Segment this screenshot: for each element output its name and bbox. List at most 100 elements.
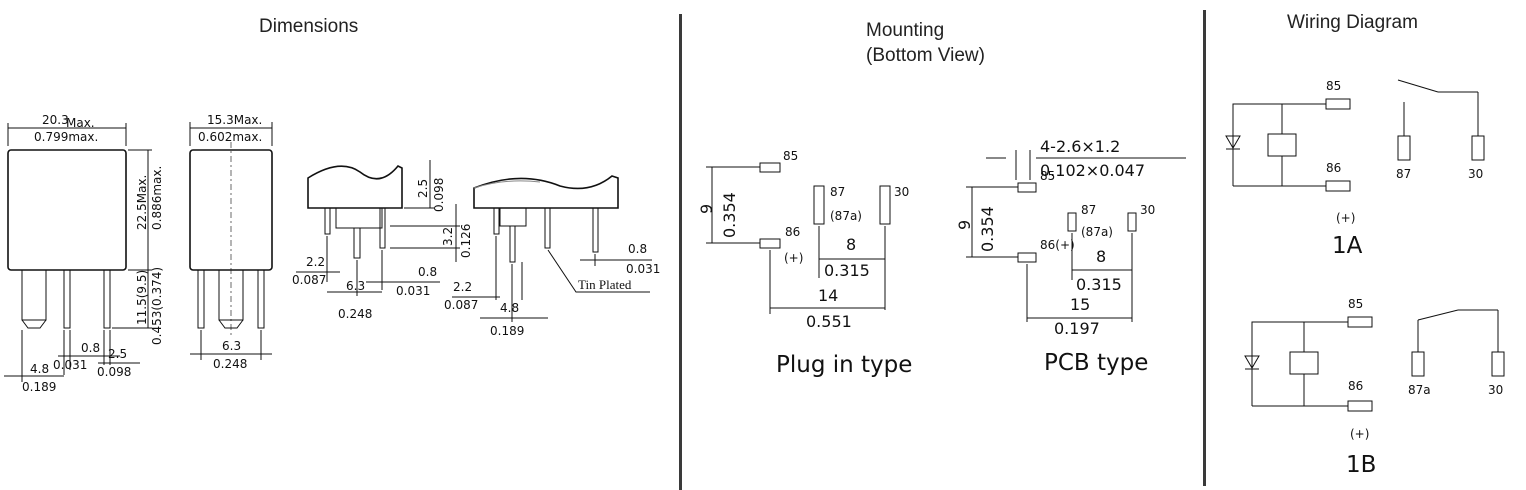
- wiring-1a-pin-85-label: 85: [1326, 79, 1341, 93]
- section-divider-right: [1203, 10, 1206, 486]
- relay-pin-wide: [21, 269, 47, 321]
- pin-87-label: 87: [830, 185, 845, 199]
- mount-0-315-label: 0.315: [824, 261, 870, 280]
- wiring-1a-pin-30-label: 30: [1468, 167, 1483, 181]
- terminal-87a: [1411, 351, 1425, 377]
- relay-body-side: [189, 149, 273, 271]
- pcb-pin-30-slot: [1127, 212, 1137, 232]
- pin-86-plus-label: (+): [784, 251, 803, 265]
- mount-0-354-label: 0.354: [720, 192, 739, 238]
- relay-pin-narrow: [257, 269, 265, 329]
- depth-mm-label: 15.3Max.: [207, 113, 262, 127]
- dim-0-189-label: 0.189: [490, 324, 524, 338]
- wiring-1b-pin-87a-label: 87a: [1408, 383, 1431, 397]
- wiring-1b-pin-86-label: 86: [1348, 379, 1363, 393]
- wiring-1b-pin-85-label: 85: [1348, 297, 1363, 311]
- terminal-87: [1397, 135, 1411, 161]
- pcb-pin-30-label: 30: [1140, 203, 1155, 217]
- relay-front-view: 20.3 Max. 0.799max. 22.5Max. 0.886max. 1…: [4, 113, 164, 394]
- pin-86-label: 86: [785, 225, 800, 239]
- wiring-1a-title: 1A: [1332, 233, 1363, 259]
- pin-width-mm-label: 0.8: [81, 341, 100, 355]
- terminal-86: [1325, 180, 1351, 192]
- wiring-diagram-1a: 85 86 (+) 1A 87 30: [1225, 79, 1485, 259]
- mount-9-label: 9: [697, 204, 716, 214]
- relay-pin: [544, 207, 551, 249]
- dim-0-087-label: 0.087: [292, 273, 326, 287]
- dim-3-2-label: 3.2: [441, 227, 455, 246]
- pin-length-in-label: 0.453(0.374): [150, 267, 164, 345]
- side-pitch-in-label: 0.248: [213, 357, 247, 371]
- diode-symbol: [1225, 135, 1241, 149]
- relay-coil-symbol: [1267, 133, 1297, 157]
- dim-0-031-label: 0.031: [396, 284, 430, 298]
- hole-size-mm-label: 4-2.6×1.2: [1040, 137, 1120, 156]
- relay-pin: [353, 227, 361, 259]
- pcb-mount-15-label: 15: [1070, 295, 1090, 314]
- wiring-1b-pin-30-label: 30: [1488, 383, 1503, 397]
- dim-4-8-label: 4.8: [500, 301, 519, 315]
- pcb-pin-86-label: 86(+): [1040, 238, 1075, 252]
- terminal-86: [1347, 400, 1373, 412]
- pcb-mount-8-label: 8: [1096, 247, 1106, 266]
- mount-14-label: 14: [818, 286, 838, 305]
- dim-0-087b-label: 0.087: [444, 298, 478, 312]
- pcb-mount-0-197-label: 0.197: [1054, 319, 1100, 338]
- switch-contact-arm: [1397, 79, 1439, 93]
- dim-2-2-label: 2.2: [306, 255, 325, 269]
- pin-pitch-mm-label: 4.8: [30, 362, 49, 376]
- hole-size-in-label: 0.102×0.047: [1040, 161, 1145, 180]
- relay-pin-narrow: [63, 269, 71, 329]
- width-in-label: 0.799max.: [34, 130, 98, 144]
- tin-plated-label: Tin Plated: [578, 277, 632, 292]
- tin-plated-leader: [547, 249, 650, 293]
- relay-coil-symbol: [1289, 351, 1319, 375]
- pin-85-label: 85: [783, 149, 798, 163]
- dim-0-098-label: 0.098: [432, 178, 446, 212]
- relay-pin: [509, 225, 516, 263]
- mount-0-551-label: 0.551: [806, 312, 852, 331]
- dim-6-3-label: 6.3: [346, 279, 365, 293]
- pin-87-slot: [813, 185, 825, 225]
- relay-pin-tip: [21, 319, 47, 329]
- diode-symbol: [1244, 355, 1260, 369]
- wiring-heading: Wiring Diagram: [1287, 12, 1418, 33]
- relay-section-body: [473, 175, 619, 209]
- pin-length-mm-label: 11.5(9.5): [135, 270, 149, 325]
- width-mm-label: 20.3: [42, 113, 69, 127]
- dim-2-2b-label: 2.2: [453, 280, 472, 294]
- relay-pin: [592, 207, 599, 253]
- dim-0-126-label: 0.126: [459, 224, 473, 258]
- relay-pin-narrow: [197, 269, 205, 329]
- pin-87a-label: (87a): [830, 209, 862, 223]
- pin-pitch-in-label: 0.189: [22, 380, 56, 394]
- relay-pin: [493, 207, 500, 235]
- relay-pin-wide: [218, 269, 244, 321]
- section-divider-left: [679, 14, 682, 490]
- relay-side-view: 15.3Max. 0.602max. 6.3 0.248: [189, 113, 273, 371]
- relay-section-body: [307, 164, 403, 209]
- pin-offset-mm-label: 2.5: [108, 347, 127, 361]
- pcb-pin-87-slot: [1067, 212, 1077, 232]
- relay-pin-tip: [218, 319, 244, 329]
- pcb-pin-86-slot: [1017, 252, 1037, 263]
- dim-0-031b-label: 0.031: [626, 262, 660, 276]
- relay-plugin-section: 2.5 0.098 3.2 0.126 2.2 0.087 6.3 0.248 …: [292, 160, 473, 321]
- pcb-mount-0-354-label: 0.354: [978, 206, 997, 252]
- terminal-85: [1347, 316, 1373, 328]
- pcb-pin-85-slot: [1017, 182, 1037, 193]
- wiring-1b-title: 1B: [1346, 452, 1376, 478]
- relay-pin-narrow: [103, 269, 111, 329]
- wiring-1b-plus-label: (+): [1350, 427, 1369, 441]
- pin-width-in-label: 0.031: [53, 358, 87, 372]
- relay-pcb-section: 2.2 0.087 4.8 0.189 0.8 0.031 Tin Plated: [444, 175, 660, 338]
- dim-0-248-label: 0.248: [338, 307, 372, 321]
- pcb-pin-87a-label: (87a): [1081, 225, 1113, 239]
- side-pitch-mm-label: 6.3: [222, 339, 241, 353]
- pin-85-slot: [759, 162, 781, 173]
- pin-86-slot: [759, 238, 781, 249]
- mounting-pcb-type: 4-2.6×1.2 0.102×0.047 85 86(+) 87 (87a) …: [955, 137, 1186, 376]
- pcb-mount-9-label: 9: [955, 220, 974, 230]
- dim-0-8-label: 0.8: [418, 265, 437, 279]
